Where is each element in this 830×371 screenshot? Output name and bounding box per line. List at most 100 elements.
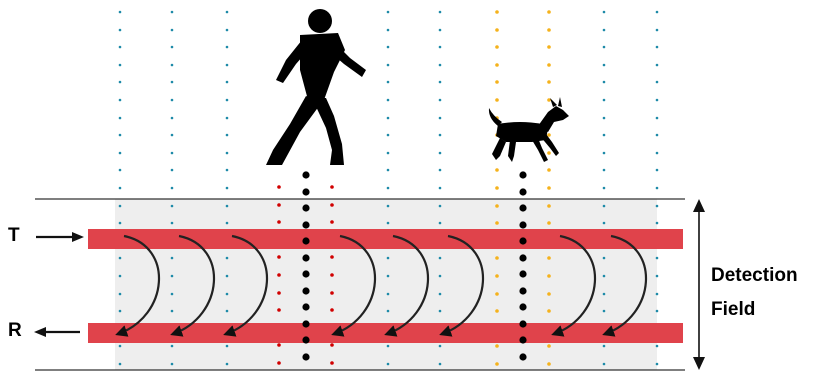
grid-dot xyxy=(602,45,606,49)
dog-dot xyxy=(495,309,499,313)
grid-dot xyxy=(438,274,442,278)
person-dot xyxy=(330,255,334,259)
dog-dot xyxy=(495,98,499,102)
dog-dot xyxy=(547,186,551,190)
grid-dot xyxy=(602,98,606,102)
grid-dot xyxy=(602,10,606,14)
signal-arc xyxy=(439,234,484,337)
center-dot xyxy=(519,303,527,311)
person-dot xyxy=(277,220,281,224)
dog-dot xyxy=(547,204,551,208)
center-dot xyxy=(302,287,310,295)
dog-dot xyxy=(495,256,499,260)
grid-dot xyxy=(602,151,606,155)
grid-dot xyxy=(602,204,606,208)
grid-dot xyxy=(655,45,659,49)
grid-dot xyxy=(386,63,390,67)
dog-dot xyxy=(495,274,499,278)
grid-dot xyxy=(438,80,442,84)
grid-dot xyxy=(386,256,390,260)
person-dot xyxy=(330,343,334,347)
signal-arc xyxy=(115,234,160,337)
grid-dot xyxy=(438,204,442,208)
grid-dot xyxy=(655,133,659,137)
grid-dot xyxy=(438,362,442,366)
grid-dot xyxy=(438,151,442,155)
detection-field-label: Detection Field xyxy=(711,259,798,327)
grid-dot xyxy=(225,151,229,155)
grid-dot xyxy=(170,63,174,67)
grid-dot xyxy=(118,45,122,49)
grid-dot xyxy=(655,116,659,120)
grid-dot xyxy=(170,274,174,278)
dog-dot xyxy=(547,63,551,67)
grid-dot xyxy=(655,151,659,155)
grid-dot xyxy=(170,45,174,49)
field-height-arrow-icon xyxy=(693,199,705,370)
grid-dot xyxy=(118,362,122,366)
grid-dot xyxy=(225,362,229,366)
grid-dot xyxy=(225,274,229,278)
grid-dot xyxy=(386,309,390,313)
grid-dot xyxy=(170,362,174,366)
dog-dot xyxy=(495,168,499,172)
person-dot xyxy=(277,291,281,295)
person-dot xyxy=(330,291,334,295)
grid-dot xyxy=(386,221,390,225)
dog-dots xyxy=(495,10,551,366)
signal-arcs xyxy=(115,234,647,337)
grid-dot xyxy=(118,63,122,67)
person-dot xyxy=(330,203,334,207)
grid-dot xyxy=(118,204,122,208)
grid-dot xyxy=(170,151,174,155)
signal-arc xyxy=(331,234,376,337)
center-dot xyxy=(519,204,527,212)
grid-dot xyxy=(170,10,174,14)
grid-dot xyxy=(386,10,390,14)
grid-dot xyxy=(170,204,174,208)
grid-dot xyxy=(225,98,229,102)
grid-dot xyxy=(118,274,122,278)
grid-dot xyxy=(386,98,390,102)
grid-dot xyxy=(118,10,122,14)
grid-dot xyxy=(225,133,229,137)
detection-field-label-line1: Detection xyxy=(711,265,798,286)
center-dot xyxy=(302,254,310,262)
grid-dot xyxy=(118,221,122,225)
grid-dot xyxy=(118,292,122,296)
signal-arc xyxy=(170,234,215,337)
center-dot xyxy=(519,237,527,245)
signal-arc xyxy=(602,234,647,337)
grid-dot xyxy=(655,204,659,208)
grid-dot xyxy=(602,133,606,137)
grid-dot xyxy=(225,204,229,208)
grid-dot xyxy=(170,28,174,32)
grid-dot xyxy=(170,221,174,225)
dog-dot xyxy=(547,344,551,348)
grid-dot xyxy=(386,292,390,296)
grid-dot xyxy=(386,204,390,208)
dog-dot xyxy=(495,63,499,67)
grid-dot xyxy=(386,362,390,366)
grid-dot xyxy=(118,98,122,102)
grid-dot xyxy=(386,116,390,120)
grid-dot xyxy=(602,80,606,84)
grid-dot xyxy=(438,186,442,190)
dog-dot xyxy=(547,168,551,172)
walking-person-icon xyxy=(266,9,366,165)
grid-dot xyxy=(225,256,229,260)
grid-dot xyxy=(170,292,174,296)
grid-dot xyxy=(225,309,229,313)
grid-dot xyxy=(602,256,606,260)
center-dot xyxy=(302,336,310,344)
center-dot xyxy=(519,270,527,278)
center-dot xyxy=(302,171,310,179)
dog-dot xyxy=(547,221,551,225)
grid-dot xyxy=(655,292,659,296)
dog-dot xyxy=(547,98,551,102)
grid-dot xyxy=(602,186,606,190)
grid-dot xyxy=(438,98,442,102)
grid-dot xyxy=(655,63,659,67)
dog-dot xyxy=(547,292,551,296)
person-dot xyxy=(277,185,281,189)
